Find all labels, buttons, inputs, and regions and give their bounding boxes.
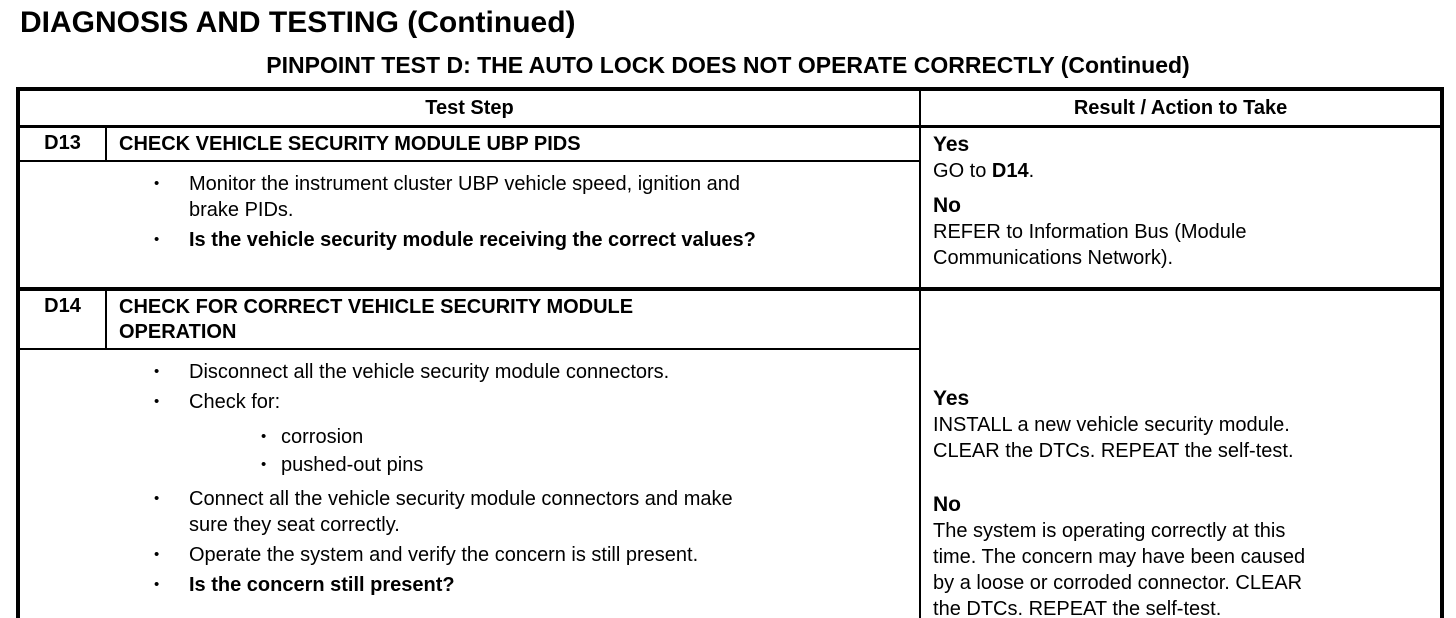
step-question: Is the concern still present?: [189, 574, 455, 596]
result-yes-action-d13: GO to D14.: [933, 158, 1432, 184]
column-header-test-step: Test Step: [16, 88, 922, 128]
check-item: corrosion: [281, 426, 364, 448]
step-d13-body-row: • Monitor the instrument cluster UBP veh…: [16, 160, 1442, 290]
list-item: • Is the vehicle security module receivi…: [154, 227, 909, 253]
list-item: • Monitor the instrument cluster UBP veh…: [154, 171, 909, 223]
result-cell-d14: Yes INSTALL a new vehicle security modul…: [919, 287, 1444, 618]
list-item: • Check for:: [154, 389, 909, 415]
step-title-d14: CHECK FOR CORRECT VEHICLE SECURITY MODUL…: [104, 287, 922, 350]
step-id-d13: D13: [17, 125, 107, 162]
list-item: • Connect all the vehicle security modul…: [154, 486, 909, 538]
step-instruction: Disconnect all the vehicle security modu…: [189, 361, 670, 383]
result-yes-label-d13: Yes: [933, 133, 970, 156]
bullet-icon: •: [261, 428, 267, 445]
bullet-icon: •: [154, 393, 160, 410]
step-reference: D14: [991, 160, 1029, 182]
result-no-action-d13: REFER to Information Bus (Module Communi…: [933, 221, 1247, 269]
bullet-icon: •: [154, 490, 160, 507]
result-no-action-d14: The system is operating correctly at thi…: [933, 520, 1306, 618]
bullet-icon: •: [154, 231, 160, 248]
yes-action-suffix: .: [1028, 160, 1035, 182]
pinpoint-test-table: Test Step Result / Action to Take D13 CH…: [16, 87, 1445, 618]
list-item: • Operate the system and verify the conc…: [154, 542, 909, 568]
result-cell-d13: Yes GO to D14. No REFER to Information B…: [919, 125, 1444, 290]
check-item: pushed-out pins: [281, 454, 424, 476]
result-no-label-d14: No: [933, 493, 962, 516]
step-instruction: Operate the system and verify the concer…: [189, 544, 699, 566]
result-no-label-d13: No: [933, 194, 962, 217]
result-yes-label-d14: Yes: [933, 387, 970, 410]
sub-list: • corrosion • pushed-out pins: [261, 424, 909, 478]
pinpoint-test-title: PINPOINT TEST D: THE AUTO LOCK DOES NOT …: [266, 52, 1190, 78]
list-item: • Disconnect all the vehicle security mo…: [154, 359, 909, 385]
list-item: • Is the concern still present?: [154, 572, 909, 598]
step-id-d14: D14: [17, 287, 107, 350]
step-question: Is the vehicle security module receiving…: [189, 229, 756, 251]
step-instruction: Connect all the vehicle security module …: [189, 488, 733, 536]
step-d14-title-row: D14 CHECK FOR CORRECT VEHICLE SECURITY M…: [17, 287, 1444, 618]
bullet-icon: •: [154, 576, 160, 593]
step-instruction: Monitor the instrument cluster UBP vehic…: [189, 173, 741, 221]
sub-list-item: • corrosion: [261, 424, 909, 450]
bullet-icon: •: [154, 175, 160, 192]
page-title: DIAGNOSIS AND TESTING (Continued): [20, 6, 576, 39]
bullet-icon: •: [154, 546, 160, 563]
bullet-icon: •: [154, 363, 160, 380]
sub-list-item: • pushed-out pins: [261, 452, 909, 478]
step-d13-title-row: D13 CHECK VEHICLE SECURITY MODULE UBP PI…: [17, 125, 1444, 290]
step-d14-body-row: • Disconnect all the vehicle security mo…: [16, 348, 1442, 618]
step-title-d13: CHECK VEHICLE SECURITY MODULE UBP PIDS: [104, 125, 922, 162]
step-body-d13: • Monitor the instrument cluster UBP veh…: [16, 160, 922, 290]
result-yes-action-d14: INSTALL a new vehicle security module. C…: [933, 414, 1294, 462]
column-header-result-action: Result / Action to Take: [919, 88, 1444, 128]
table-header-row: Test Step Result / Action to Take: [16, 88, 1444, 128]
step-body-d14: • Disconnect all the vehicle security mo…: [16, 348, 922, 618]
bullet-icon: •: [261, 456, 267, 473]
step-instruction: Check for:: [189, 391, 281, 413]
yes-action-prefix: GO to: [933, 160, 992, 182]
